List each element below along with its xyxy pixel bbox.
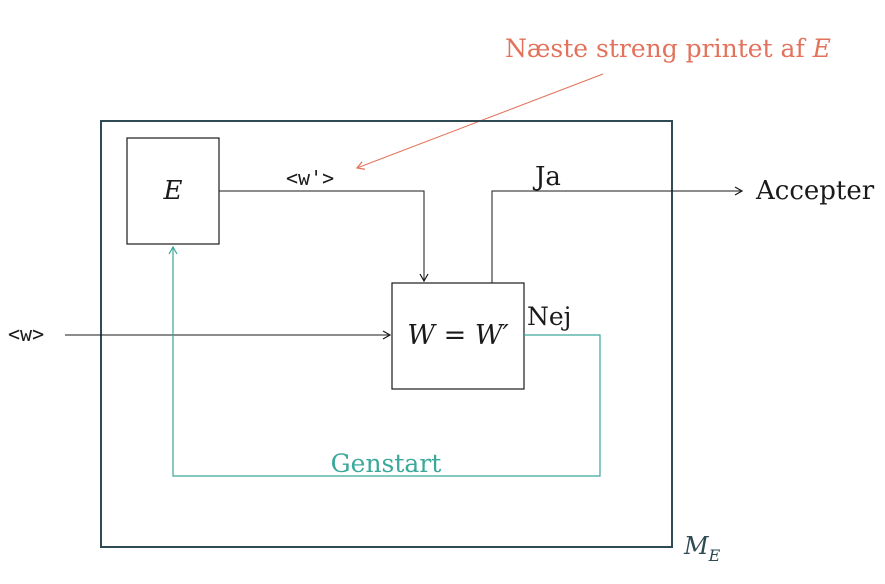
accept-arrow (491, 186, 744, 283)
machine-label: ME (683, 532, 721, 565)
compare-label: W = W′ (407, 320, 508, 351)
enumerator-label: E (163, 176, 183, 206)
restart-loop-arrow (168, 245, 601, 477)
machine-box (100, 120, 673, 548)
restart-label: Genstart (331, 449, 442, 478)
compare-box (391, 282, 525, 390)
annotation-label: Næste streng printet af E (505, 34, 831, 63)
enumerator-output-arrow (219, 190, 429, 283)
input-label: <w> (8, 322, 44, 346)
no-label: Nej (527, 302, 571, 331)
yes-label: Ja (532, 162, 561, 192)
w-prime-label: <w'> (286, 166, 334, 190)
accept-label: Accepter (755, 176, 875, 206)
